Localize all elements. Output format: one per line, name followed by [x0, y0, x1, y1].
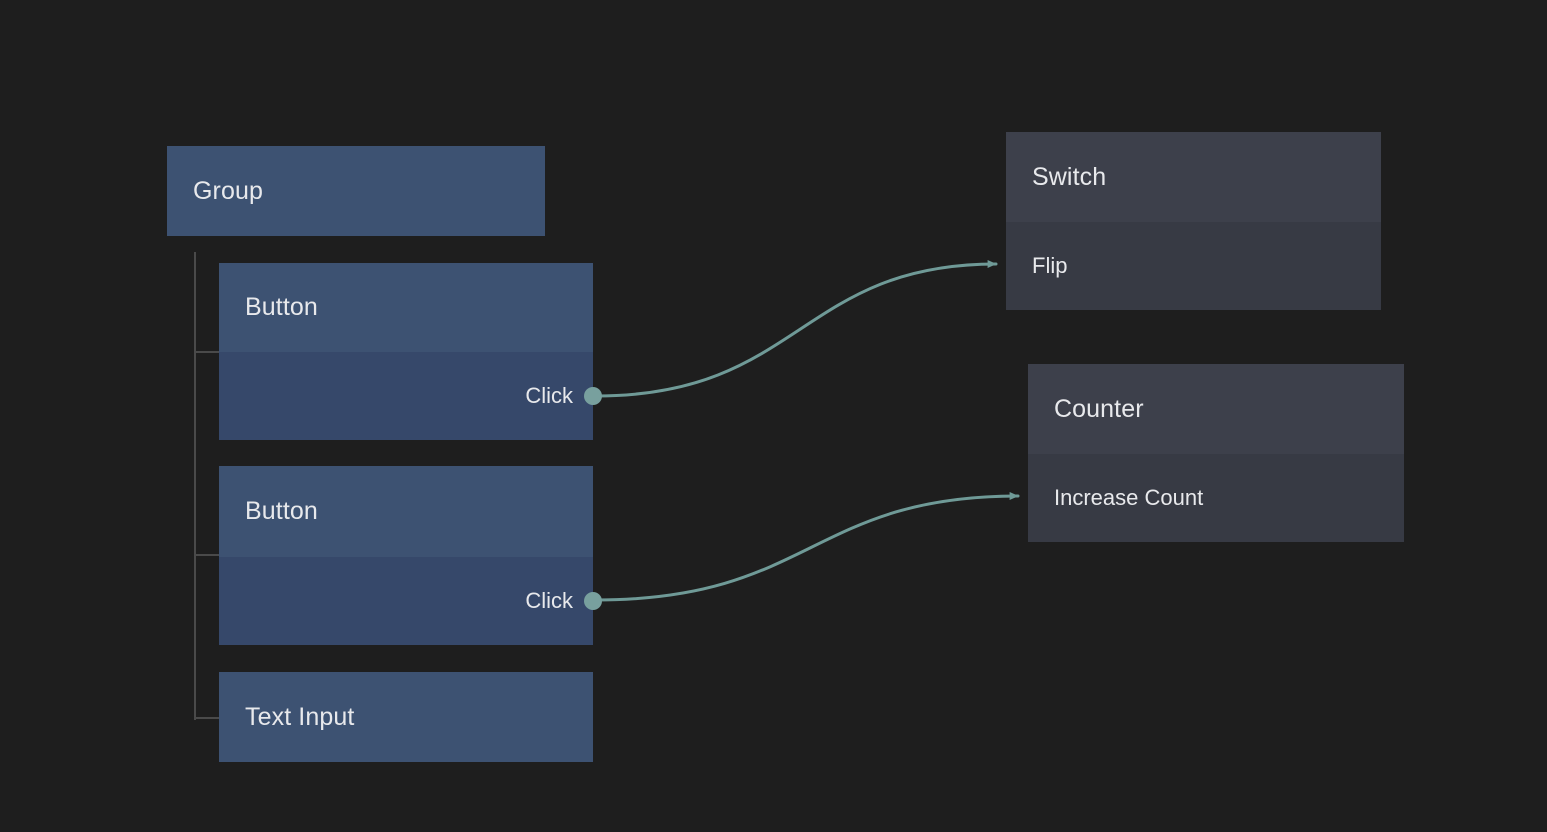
output-port-button-1-click[interactable] — [584, 387, 602, 405]
group-tree-stub-text-input — [194, 717, 220, 719]
node-counter-title: Counter — [1054, 394, 1144, 423]
node-switch[interactable]: Switch Flip — [1006, 132, 1381, 310]
node-button-1-title: Button — [245, 293, 318, 321]
output-port-button-2-click[interactable] — [584, 592, 602, 610]
input-port-counter-increase-count[interactable]: Increase Count — [1054, 485, 1204, 510]
node-button-1-header[interactable]: Button — [219, 263, 593, 352]
group-tree-stub-button-1 — [194, 351, 220, 353]
node-counter[interactable]: Counter Increase Count — [1028, 364, 1404, 542]
node-button-1-body[interactable]: Click — [219, 352, 602, 440]
node-counter-body[interactable]: Increase Count — [1028, 454, 1404, 542]
node-group-header[interactable]: Group — [167, 146, 545, 236]
node-button-2-title: Button — [245, 497, 318, 525]
node-button-2-body[interactable]: Click — [219, 557, 602, 645]
input-port-switch-flip[interactable]: Flip — [1032, 253, 1068, 278]
node-text-input-header[interactable]: Text Input — [219, 672, 593, 762]
node-text-input-title: Text Input — [245, 702, 355, 731]
node-switch-body[interactable]: Flip — [1006, 222, 1381, 310]
node-counter-header[interactable]: Counter — [1028, 364, 1404, 454]
port-label-button-2-click: Click — [525, 588, 573, 613]
node-switch-title: Switch — [1032, 162, 1107, 191]
node-text-input[interactable]: Text Input — [219, 672, 593, 762]
node-group-title: Group — [193, 176, 263, 205]
port-label-button-1-click: Click — [525, 383, 573, 408]
node-button-2[interactable]: Button Click — [219, 466, 602, 645]
edge-click-to-increase-count[interactable] — [594, 492, 1020, 602]
edge-click-to-flip[interactable] — [594, 260, 998, 398]
node-button-1[interactable]: Button Click — [219, 263, 602, 440]
node-group[interactable]: Group — [167, 146, 545, 236]
node-button-2-header[interactable]: Button — [219, 466, 593, 557]
group-tree-stub-button-2 — [194, 554, 220, 556]
node-switch-header[interactable]: Switch — [1006, 132, 1381, 222]
group-tree-spine — [194, 252, 196, 720]
